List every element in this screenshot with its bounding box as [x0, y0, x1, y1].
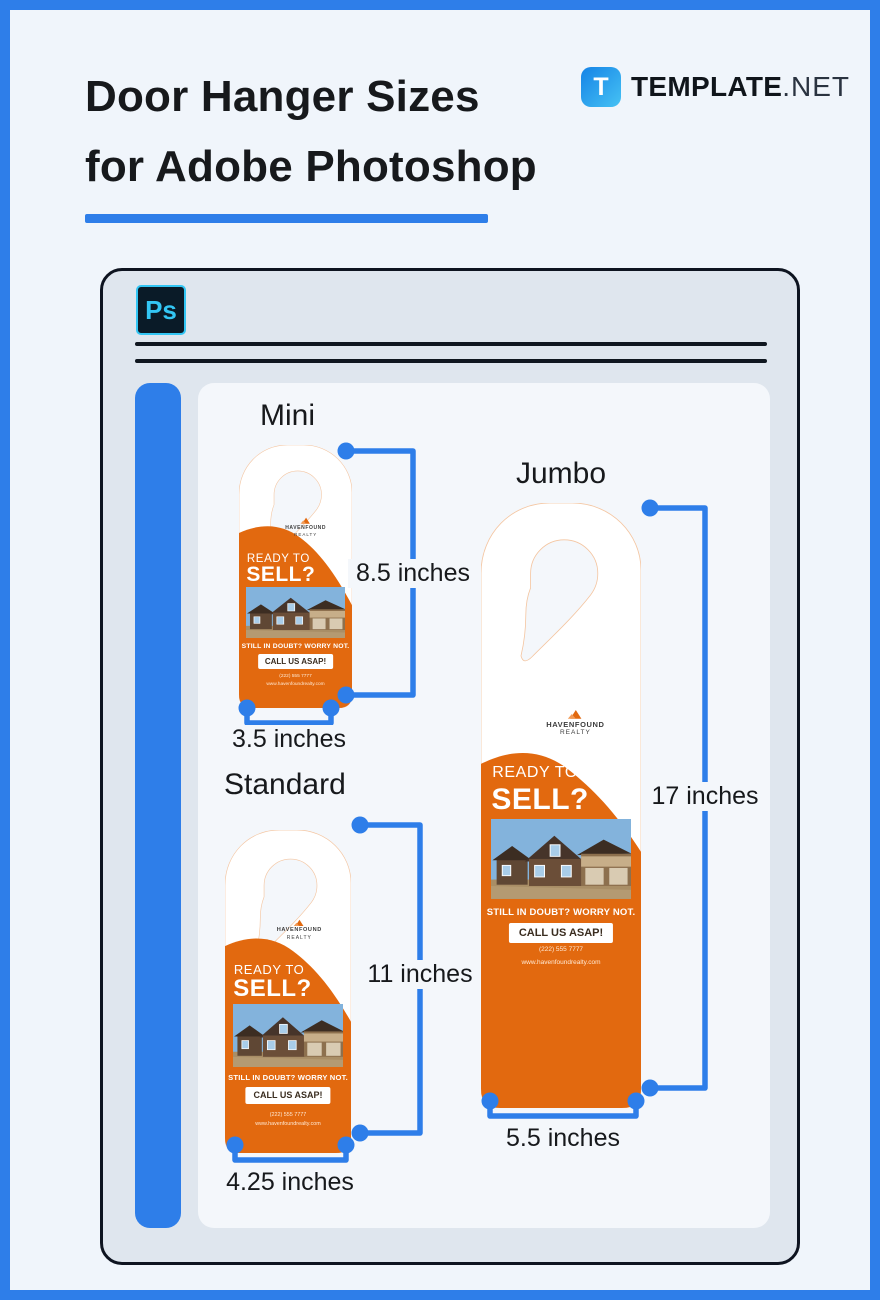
mountain-icon [300, 517, 310, 525]
content-panel: Mini HAVENFOUND REALTY READY TO SELL? ST… [198, 383, 770, 1228]
brand-wordmark: TEMPLATE.NET [631, 71, 850, 103]
realty-logo-sub: REALTY [559, 729, 591, 737]
flyer-website: www.havenfoundrealty.com [266, 682, 325, 688]
flyer-headline-ready: READY TO [492, 764, 578, 782]
title-underline [85, 214, 488, 223]
flyer-phone: (222) 555 7777 [279, 674, 312, 680]
page-title: Door Hanger Sizes for Adobe Photoshop [85, 62, 537, 202]
mountain-icon [567, 709, 581, 719]
height-dimension-label-mini: 8.5 inches [348, 559, 478, 588]
door-hanger-standard: HAVENFOUND REALTY READY TO SELL? STILL I… [225, 830, 351, 1153]
photoshop-icon: Ps [136, 285, 186, 335]
brand-tld: .NET [782, 71, 850, 102]
flyer-phone: (222) 555 7777 [538, 946, 584, 954]
size-label-jumbo: Jumbo [516, 457, 607, 490]
call-us-button: CALL US ASAP! [257, 654, 334, 670]
flyer-headline-ready: READY TO [233, 962, 305, 978]
house-photo [232, 1003, 344, 1067]
width-dimension-label-standard: 4.25 inches [218, 1168, 362, 1197]
call-us-button: CALL US ASAP! [245, 1086, 331, 1104]
photoshop-document-card: Ps Mini HAVENFOUND REALTY READY TO SELL? [100, 268, 800, 1265]
house-photo [490, 819, 632, 900]
width-dimension-label-mini: 3.5 inches [224, 725, 354, 754]
realty-logo-sub: REALTY [294, 531, 318, 537]
width-dimension-bracket-jumbo [481, 1092, 645, 1119]
door-hanger-jumbo: HAVENFOUND REALTY READY TO SELL? STILL I… [481, 503, 641, 1108]
flyer-website: www.havenfoundrealty.com [521, 958, 601, 966]
flyer-tagline: STILL IN DOUBT? WORRY NOT. [486, 906, 636, 918]
realty-logo-name: HAVENFOUND [546, 719, 605, 729]
width-dimension-bracket-mini [238, 699, 340, 726]
flyer-website: www.havenfoundrealty.com [255, 1121, 321, 1128]
template-net-icon: T [581, 67, 621, 107]
flyer-headline-sell: SELL? [246, 563, 316, 587]
mountain-icon [293, 919, 304, 927]
flyer-headline-sell: SELL? [233, 975, 312, 1003]
flyer-tagline: STILL IN DOUBT? WORRY NOT. [228, 1072, 348, 1082]
realty-logo-name: HAVENFOUND [276, 927, 322, 934]
width-dimension-label-jumbo: 5.5 inches [498, 1124, 628, 1153]
flyer-headline-sell: SELL? [491, 783, 589, 817]
page-title-line2: for Adobe Photoshop [85, 142, 537, 191]
realty-logo-sub: REALTY [286, 934, 312, 941]
flyer-phone: (222) 555 7777 [269, 1111, 307, 1118]
divider-line [135, 359, 767, 363]
height-dimension-label-standard: 11 inches [359, 960, 481, 989]
call-us-button: CALL US ASAP! [508, 922, 614, 944]
size-label-mini: Mini [260, 399, 316, 432]
realty-logo-name: HAVENFOUND [285, 525, 327, 532]
page-title-line1: Door Hanger Sizes [85, 72, 480, 121]
template-net-logo: T TEMPLATE.NET [581, 67, 850, 107]
flyer-headline-ready: READY TO [246, 552, 310, 565]
width-dimension-bracket-standard [226, 1136, 355, 1163]
door-hanger-mini: HAVENFOUND REALTY READY TO SELL? STILL I… [239, 445, 352, 708]
brand-name: TEMPLATE [631, 71, 783, 102]
height-dimension-label-jumbo: 17 inches [643, 782, 767, 811]
realty-logo: HAVENFOUND REALTY [285, 517, 326, 537]
flyer-tagline: STILL IN DOUBT? WORRY NOT. [241, 642, 350, 650]
realty-logo: HAVENFOUND REALTY [546, 709, 604, 738]
realty-logo: HAVENFOUND REALTY [277, 919, 322, 941]
left-accent-bar [135, 383, 181, 1228]
house-photo [245, 587, 346, 639]
size-label-standard: Standard [224, 768, 346, 801]
divider-line [135, 342, 767, 346]
